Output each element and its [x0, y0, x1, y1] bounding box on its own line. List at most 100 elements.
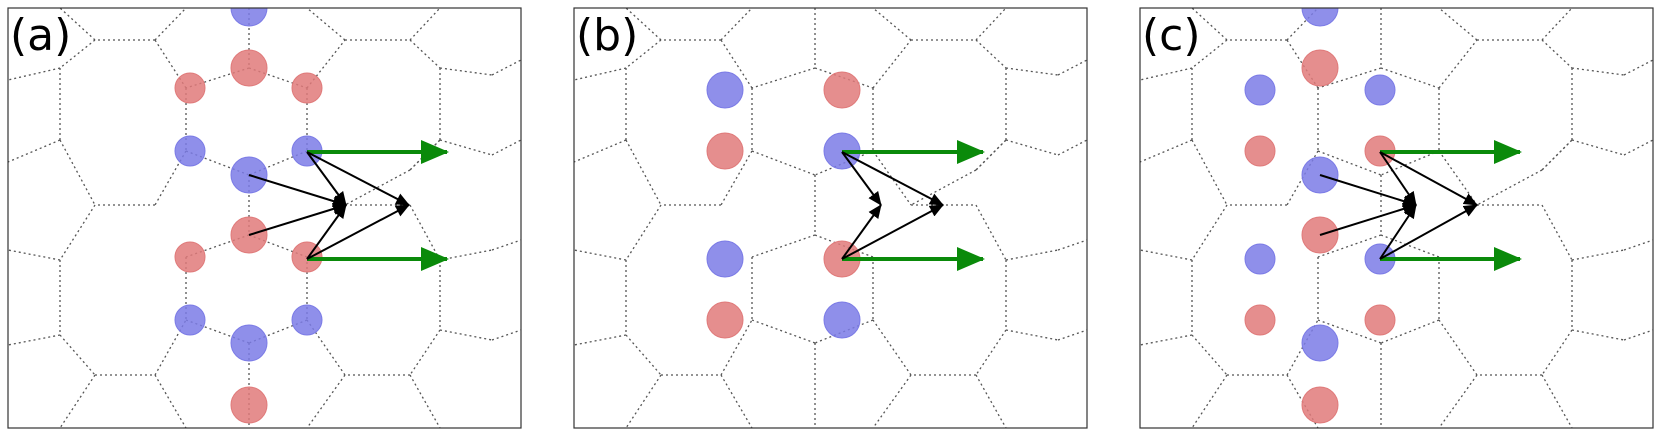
lattice-bond: [1317, 319, 1382, 344]
panel-b: (b): [573, 7, 1088, 429]
blue-atom: [1301, 324, 1339, 362]
lattice-bond: [574, 67, 627, 81]
atom-layer: [174, 8, 323, 424]
black-arrow-icon: [1379, 204, 1417, 260]
lattice-bond: [1541, 329, 1573, 376]
lattice-bond: [625, 204, 662, 261]
lattice-bond: [59, 334, 96, 376]
lattice-bond: [1005, 67, 1059, 76]
blue-atom: [823, 301, 861, 339]
lattice-bond: [751, 319, 816, 344]
atom-layer: [706, 71, 861, 339]
lattice-bond: [1438, 319, 1478, 376]
lattice-bond: [625, 139, 662, 206]
lattice-bond: [8, 334, 61, 346]
lattice-bond: [409, 374, 441, 428]
red-atom: [174, 241, 206, 273]
lattice-bond: [409, 8, 441, 41]
black-arrow-icon: [1319, 174, 1417, 207]
lattice: [574, 8, 1087, 428]
red-atom: [291, 72, 323, 104]
lattice-bond: [574, 249, 627, 261]
blue-atom: [291, 304, 323, 336]
red-atom: [1364, 304, 1396, 336]
panel-frame: [573, 7, 1088, 429]
red-atom: [230, 386, 268, 424]
black-arrow-icon: [841, 204, 944, 260]
lattice-bond: [1380, 234, 1440, 258]
blue-atom: [1364, 74, 1396, 106]
blue-atom: [706, 71, 744, 109]
panel-label: (c): [1142, 10, 1201, 61]
lattice-bond: [1623, 139, 1653, 156]
lattice-bond: [1476, 169, 1543, 206]
blue-atom: [230, 8, 268, 27]
red-atom: [1244, 135, 1276, 167]
lattice-bond: [1140, 334, 1193, 346]
lattice-bond: [1541, 139, 1573, 171]
lattice-bond: [1438, 39, 1478, 89]
lattice-bond: [1571, 139, 1625, 156]
lattice-bond: [720, 8, 753, 41]
lattice-bond: [751, 234, 816, 258]
lattice-bond: [8, 139, 61, 163]
panel-a: (a): [7, 7, 522, 429]
lattice-bond: [439, 329, 493, 341]
black-arrow-icon: [306, 204, 410, 260]
lattice-bond: [1571, 329, 1625, 341]
lattice-bond: [1541, 204, 1573, 261]
lattice-bond: [625, 334, 662, 376]
panel-c: (c): [1139, 7, 1654, 429]
black-arrow-icon: [306, 151, 410, 206]
black-arrow-icon: [248, 174, 347, 207]
black-arrow-icon: [1379, 204, 1478, 260]
black-arrow-icon: [841, 204, 882, 260]
lattice-bond: [491, 59, 521, 76]
red-atom: [706, 301, 744, 339]
lattice-bond: [154, 374, 187, 428]
lattice-bond: [154, 8, 187, 41]
lattice-bond: [439, 249, 493, 261]
atom-layer: [1244, 8, 1396, 424]
red-atom: [230, 49, 268, 87]
arrow-layer: [1319, 140, 1522, 271]
lattice-bond: [1057, 239, 1087, 251]
lattice-bond: [1191, 334, 1228, 376]
lattice-bond: [975, 139, 1007, 171]
red-atom: [1301, 386, 1339, 424]
lattice-bond: [59, 139, 96, 206]
lattice-bond: [59, 374, 96, 428]
black-arrow-icon: [1379, 151, 1478, 206]
lattice-bond: [1140, 139, 1193, 163]
red-atom: [823, 71, 861, 109]
lattice-bond: [1541, 39, 1573, 69]
black-arrow-icon: [841, 151, 944, 206]
lattice-bond: [872, 319, 912, 376]
lattice-bond: [975, 39, 1007, 69]
lattice-bond: [1057, 329, 1087, 341]
lattice-bond: [1380, 67, 1440, 89]
lattice-bond: [720, 150, 753, 206]
lattice-bond: [1057, 59, 1087, 76]
lattice-bond: [1438, 150, 1478, 206]
lattice-bond: [1438, 8, 1478, 41]
lattice-bond: [910, 169, 977, 206]
panel-label: (a): [10, 10, 71, 61]
black-arrow-icon: [1379, 151, 1417, 206]
lattice-bond: [975, 204, 1007, 261]
blue-atom: [1244, 74, 1276, 106]
lattice-bond: [872, 374, 912, 428]
black-arrow-icon: [841, 151, 882, 206]
lattice-bond: [1317, 67, 1382, 89]
lattice-bond: [1623, 329, 1653, 341]
blue-atom: [1301, 8, 1339, 27]
lattice-bond: [306, 374, 346, 428]
lattice-bond: [344, 169, 411, 206]
panel-frame: [7, 7, 522, 429]
lattice-bond: [8, 249, 61, 261]
lattice-bond: [975, 329, 1007, 376]
lattice-bond: [1140, 67, 1193, 81]
lattice-bond: [872, 8, 912, 41]
red-atom: [174, 72, 206, 104]
